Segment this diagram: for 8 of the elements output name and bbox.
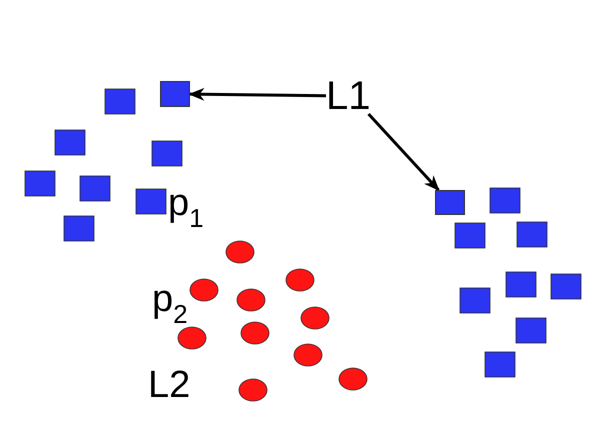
text-label: L1	[326, 78, 378, 114]
text-label: L2	[148, 366, 190, 404]
text-label: p$_{1}$	[168, 184, 204, 231]
arrow	[367, 112, 440, 192]
text-label: p$_{2}$	[152, 280, 188, 327]
arrow	[188, 88, 326, 101]
square-marker	[160, 81, 190, 107]
square-marker	[435, 190, 465, 215]
